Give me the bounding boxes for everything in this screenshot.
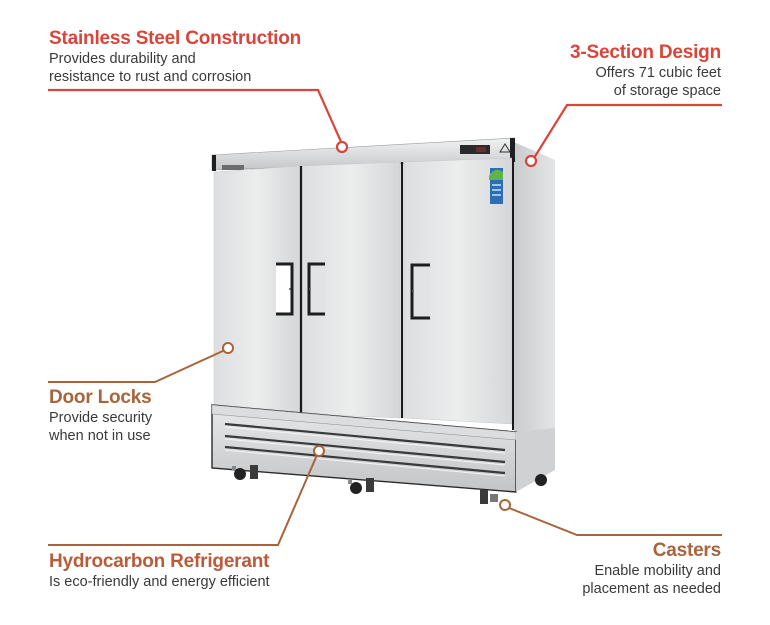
callout-description: of storage space bbox=[613, 83, 721, 99]
callout-title: Hydrocarbon Refrigerant bbox=[49, 551, 270, 572]
callout-title: Door Locks bbox=[49, 387, 152, 408]
callout-title: Casters bbox=[652, 540, 722, 561]
callout-title: Stainless Steel Construction bbox=[49, 28, 302, 49]
marker-hydrocarbon bbox=[313, 445, 325, 457]
callout-description: when not in use bbox=[49, 428, 151, 444]
callout-stainless-steel: Stainless Steel Construction Provides du… bbox=[49, 28, 301, 86]
callout-title: 3-Section Design bbox=[570, 42, 721, 63]
marker-three-section bbox=[524, 154, 538, 168]
callout-casters: Casters Enable mobility and placement as… bbox=[582, 540, 721, 598]
callout-door-locks: Door Locks Provide security when not in … bbox=[49, 387, 152, 445]
callout-description: Provide security bbox=[49, 410, 153, 426]
callout-description: resistance to rust and corrosion bbox=[49, 69, 252, 85]
callout-description: Enable mobility and bbox=[594, 563, 721, 579]
callout-description: Offers 71 cubic feet bbox=[595, 65, 721, 81]
callout-description: Is eco-friendly and energy efficient bbox=[49, 574, 270, 590]
callout-description: placement as needed bbox=[582, 581, 721, 597]
callout-three-section: 3-Section Design Offers 71 cubic feet of… bbox=[570, 42, 721, 100]
callout-description: Provides durability and bbox=[49, 51, 196, 67]
callout-hydrocarbon: Hydrocarbon Refrigerant Is eco-friendly … bbox=[49, 551, 270, 591]
marker-door-locks bbox=[222, 342, 234, 354]
marker-stainless-steel bbox=[335, 140, 349, 154]
marker-casters bbox=[499, 499, 511, 511]
